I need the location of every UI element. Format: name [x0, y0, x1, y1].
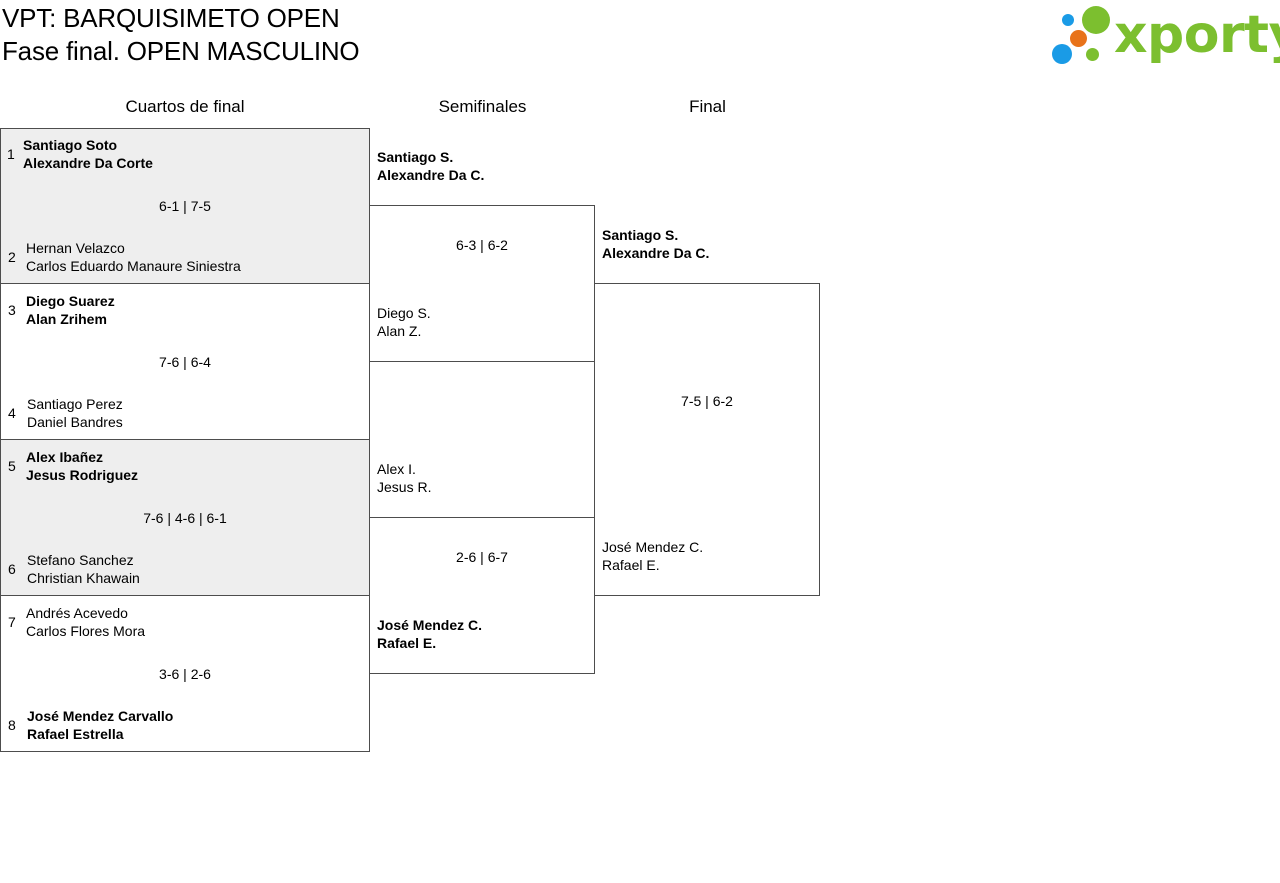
seed-number: 4: [8, 405, 16, 421]
team-entry[interactable]: Hernan Velazco Carlos Eduardo Manaure Si…: [26, 239, 241, 275]
player-name: Jesus Rodriguez: [26, 467, 139, 483]
player-name: Santiago S.: [377, 149, 454, 165]
player-name: Santiago Perez: [27, 396, 123, 412]
player-name: Rafael E.: [377, 635, 437, 651]
match-score: 7-6 | 6-4: [159, 354, 211, 370]
page-subtitle: Fase final. OPEN MASCULINO: [2, 36, 360, 66]
seed-number: 7: [8, 614, 16, 630]
logo-dot-blue-small: [1062, 14, 1074, 26]
team-entry[interactable]: Santiago Soto Alexandre Da Corte: [23, 136, 153, 172]
player-name: Hernan Velazco: [26, 240, 125, 256]
player-name: Carlos Eduardo Manaure Siniestra: [26, 258, 241, 274]
team-entry[interactable]: Alex Ibañez Jesus Rodriguez: [26, 448, 138, 484]
seed-number: 3: [8, 302, 16, 318]
player-name: Alexandre Da Corte: [23, 155, 153, 171]
player-name: Diego S.: [377, 305, 431, 321]
seed-number: 1: [7, 146, 15, 162]
player-name: Stefano Sanchez: [27, 552, 134, 568]
quarterfinal-match-3: [0, 439, 370, 596]
match-score: 6-1 | 7-5: [159, 198, 211, 214]
player-name: Alexandre Da C.: [377, 167, 485, 183]
logo-dot-green: [1082, 6, 1110, 34]
player-name: José Mendez C.: [377, 617, 483, 633]
player-name: Rafael E.: [602, 557, 660, 573]
player-name: Alan Z.: [377, 323, 422, 339]
quarterfinal-match-1: [0, 128, 370, 284]
player-name: Daniel Bandres: [27, 414, 123, 430]
player-name: Christian Khawain: [27, 570, 140, 586]
seed-number: 5: [8, 458, 16, 474]
player-name: Alan Zrihem: [26, 311, 107, 327]
player-name: Santiago Soto: [23, 137, 118, 153]
team-entry[interactable]: Stefano Sanchez Christian Khawain: [27, 551, 140, 587]
seed-number: 8: [8, 717, 16, 733]
team-entry[interactable]: Santiago S. Alexandre Da C.: [602, 226, 709, 262]
team-entry[interactable]: Santiago S. Alexandre Da C.: [377, 148, 484, 184]
header-final: Final: [689, 97, 726, 116]
header-semifinals: Semifinales: [438, 97, 527, 116]
match-score: 7-6 | 4-6 | 6-1: [143, 510, 227, 526]
player-name: Carlos Flores Mora: [26, 623, 146, 639]
logo-dot-orange: [1070, 30, 1087, 47]
header-quarterfinals: Cuartos de final: [125, 97, 245, 116]
xporty-logo[interactable]: xporty: [1050, 4, 1280, 66]
team-entry[interactable]: Alex I. Jesus R.: [377, 460, 431, 496]
match-score: 7-5 | 6-2: [681, 393, 733, 409]
player-name: Alexandre Da C.: [602, 245, 710, 261]
player-name: Jesus R.: [377, 479, 432, 495]
match-score: 3-6 | 2-6: [159, 666, 211, 682]
player-name: José Mendez Carvallo: [27, 708, 174, 724]
seed-number: 2: [8, 249, 16, 265]
team-entry[interactable]: José Mendez Carvallo Rafael Estrella: [27, 707, 173, 743]
player-name: Andrés Acevedo: [26, 605, 128, 621]
logo-dot-green-small: [1086, 48, 1099, 61]
player-name: Alex I.: [377, 461, 416, 477]
player-name: Diego Suarez: [26, 293, 115, 309]
player-name: Rafael Estrella: [27, 726, 124, 742]
team-entry[interactable]: José Mendez C. Rafael E.: [377, 616, 482, 652]
player-name: Santiago S.: [602, 227, 679, 243]
match-score: 2-6 | 6-7: [456, 549, 508, 565]
final-match: [594, 283, 820, 596]
team-entry[interactable]: Santiago Perez Daniel Bandres: [27, 395, 123, 431]
player-name: José Mendez C.: [602, 539, 704, 555]
team-entry[interactable]: Diego Suarez Alan Zrihem: [26, 292, 115, 328]
team-entry[interactable]: Diego S. Alan Z.: [377, 304, 431, 340]
logo-dot-blue: [1052, 44, 1072, 64]
match-score: 6-3 | 6-2: [456, 237, 508, 253]
seed-number: 6: [8, 561, 16, 577]
team-entry[interactable]: Andrés Acevedo Carlos Flores Mora: [26, 604, 145, 640]
team-entry[interactable]: José Mendez C. Rafael E.: [602, 538, 703, 574]
page-title: VPT: BARQUISIMETO OPEN: [2, 3, 340, 33]
logo-wordmark: xporty: [1114, 5, 1280, 65]
player-name: Alex Ibañez: [26, 449, 104, 465]
